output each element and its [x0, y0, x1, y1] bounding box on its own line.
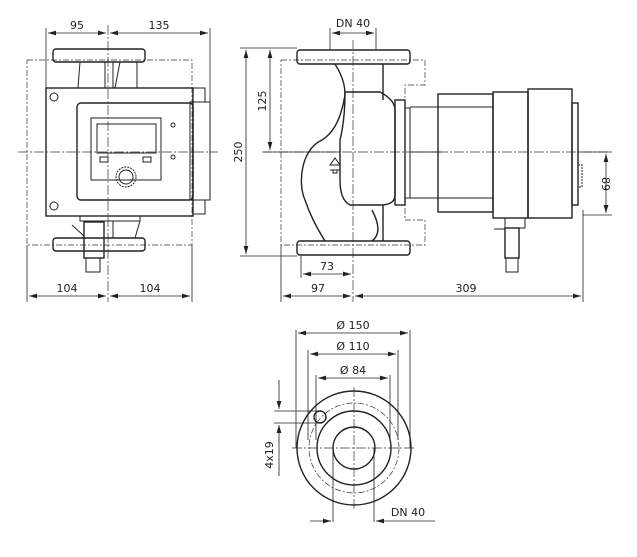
vent-icon: [577, 164, 583, 188]
dim-135: 135: [149, 19, 170, 32]
dim-dn40-top: DN 40: [336, 17, 370, 30]
flow-arrow-icon: [329, 157, 341, 174]
dim-250: 250: [232, 142, 245, 163]
front-view: 95 135 104 104: [18, 19, 218, 302]
dim-dia-110: Ø 110: [336, 340, 369, 353]
dim-dia-150: Ø 150: [336, 319, 369, 332]
left-button-icon: [99, 156, 109, 163]
display-screen: [96, 123, 157, 154]
dim-4x19: 4x19: [263, 441, 276, 469]
dim-309: 309: [456, 282, 477, 295]
dim-97: 97: [311, 282, 325, 295]
pump-volute: [339, 91, 396, 206]
dim-89: 89: [599, 177, 612, 191]
dim-104-left: 104: [57, 282, 78, 295]
control-panel: [90, 117, 162, 181]
dim-dn40-bottom: DN 40: [391, 506, 425, 519]
dim-125: 125: [256, 91, 269, 112]
dim-104-right: 104: [140, 282, 161, 295]
control-knob-icon: [115, 166, 137, 188]
right-button-icon: [142, 156, 152, 163]
dim-73: 73: [320, 260, 334, 273]
dim-95: 95: [70, 19, 84, 32]
dim-dia-84: Ø 84: [340, 364, 366, 377]
flange-view: Ø 150 Ø 110 Ø 84 4x19 DN 40: [263, 319, 435, 524]
side-view: DN 40 250 125 89 73 97 309: [232, 17, 612, 302]
